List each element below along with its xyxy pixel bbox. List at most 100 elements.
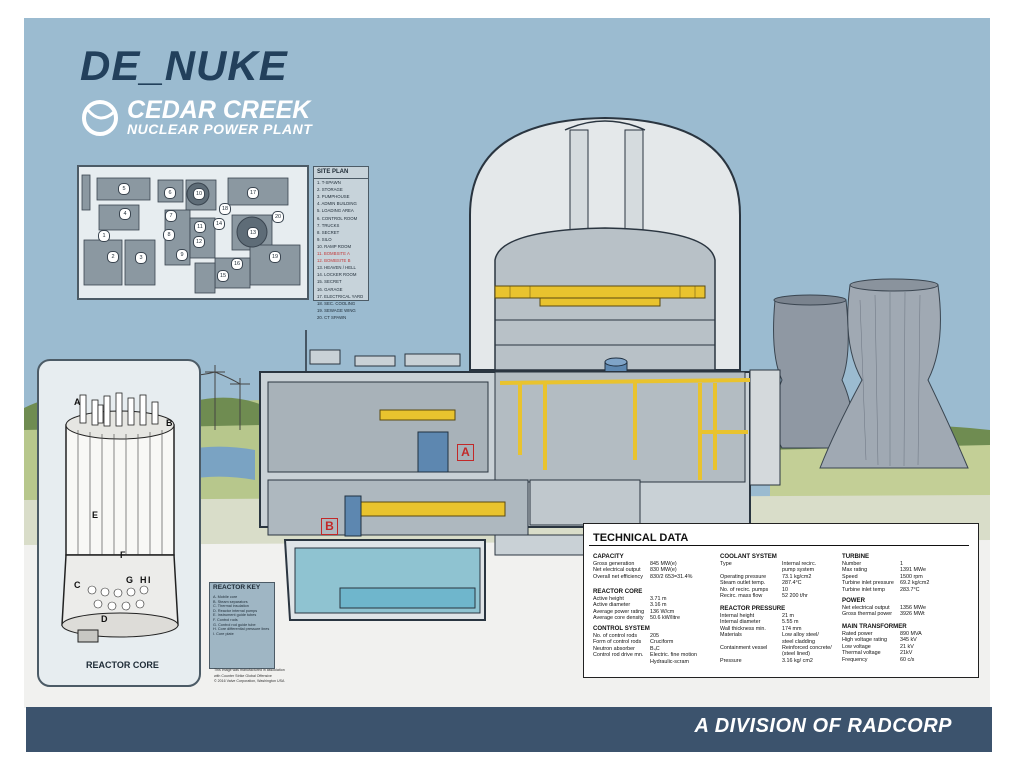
site-plan-item: 7. TRUCKS <box>317 222 340 228</box>
site-map-number: 6 <box>164 187 176 199</box>
tech-row-value: 830 MW(e) <box>650 567 677 574</box>
tech-row-value: B₄C <box>650 645 660 652</box>
site-plan-item: 17. ELECTRICAL YARD <box>317 293 364 299</box>
tech-row-key: No. of recirc. pumps <box>720 586 769 593</box>
tech-section-title: COOLANT SYSTEM <box>720 553 777 560</box>
tech-row-key: Internal diameter <box>720 619 761 626</box>
tech-row: Wall thickness min.174 mm <box>720 626 801 633</box>
tech-row-key: Average power rating <box>593 608 645 615</box>
reactor-core-letter: C <box>74 580 81 590</box>
technical-data-panel <box>583 523 979 678</box>
tech-row: No. of control rods 205 <box>593 633 659 640</box>
tech-row-key: Internal height <box>720 613 755 619</box>
tech-row-value: 3926 MWt <box>900 611 925 618</box>
tech-row-key: Containment vessel <box>720 645 768 651</box>
tech-row: Max rating 1391 MWe <box>842 567 926 574</box>
technical-data-divider <box>589 545 969 546</box>
page-title: DE_NUKE <box>80 42 288 89</box>
tech-row-key: Turbine inlet temp <box>842 586 885 593</box>
reactor-core-letter: G <box>126 575 134 585</box>
tech-row-key: Type <box>720 561 732 567</box>
tech-row-key: Active height <box>593 596 624 602</box>
reactor-key-panel <box>209 582 275 669</box>
site-map-number: 14 <box>213 218 225 230</box>
bombsite-a-marker: A <box>457 444 474 461</box>
tech-row-key: Recirc. mass flow <box>720 593 763 599</box>
reactor-core-letter: D <box>101 614 108 624</box>
tech-row-value: 21 m <box>782 613 794 619</box>
tech-row: Control rod drive mn. Electric. fine moti… <box>593 652 697 659</box>
tech-row-value: 345 kV <box>900 637 917 644</box>
site-map-number: 18 <box>219 203 231 215</box>
tech-row-value: 136 W/cm <box>650 608 675 615</box>
tech-row-key: High voltage rating <box>842 637 887 644</box>
tech-row-value: 205 <box>650 633 659 639</box>
tech-row-key: Form of control rods <box>593 639 642 646</box>
reactor-key-item: A. Mobile core <box>213 595 238 599</box>
tech-row-key: Materials <box>720 632 742 639</box>
site-map-number: 7 <box>165 210 177 222</box>
tech-row: High voltage rating 345 kV <box>842 637 917 644</box>
site-plan-item: 4. ADMIN BUILDING <box>317 201 357 207</box>
site-plan-item: 14. LOCKER ROOM <box>317 272 357 278</box>
tech-row: Net electrical output 830 MW(e) <box>593 567 677 574</box>
tech-row-key: No. of control rods <box>593 633 638 639</box>
plant-subtitle: NUCLEAR POWER PLANT <box>127 121 313 137</box>
site-map-number: 20 <box>272 211 284 223</box>
reactor-key-item: D. Reactor internal pumps <box>213 608 258 613</box>
tech-section-title: CONTROL SYSTEM <box>593 625 650 632</box>
site-plan-item: 8. SECRET <box>317 229 340 235</box>
tech-row-value: 174 mm <box>782 625 802 632</box>
tech-row: Speed 1500 rpm <box>842 573 923 581</box>
tech-row-key: Steam outlet temp. <box>720 580 766 587</box>
tech-row-key: Speed <box>842 573 858 580</box>
tech-row-key: Number <box>842 561 862 567</box>
tech-row-value: 21kV <box>900 650 913 657</box>
tech-row-value: 52 200 t/hr <box>782 593 808 599</box>
reactor-key-item: I. Core plate <box>213 631 234 636</box>
tech-section-title: REACTOR PRESSURE <box>720 605 786 612</box>
footer-banner-text: A DIVISION OF RADCORP <box>694 715 952 737</box>
reactor-key-item: E. Instrument guide tubes <box>213 613 257 618</box>
tech-row-value: Electric. fine motion <box>650 652 698 659</box>
tech-row: Thermal voltage 21kV <box>842 650 912 657</box>
site-plan-item: 12. BOMBSITE B <box>317 258 351 264</box>
site-map-number: 12 <box>193 236 205 248</box>
site-map-number: 4 <box>119 208 131 220</box>
site-map-number: 9 <box>176 249 188 261</box>
tech-row-value: steel cladding <box>782 638 815 645</box>
tech-row-key: Net electrical output <box>593 567 641 574</box>
tech-row-value: 287.4°C <box>782 580 802 587</box>
tech-row-key: Max rating <box>842 567 868 574</box>
reactor-core-letter: I <box>148 575 151 585</box>
tech-row-value: 3.16 kg/ cm2 <box>782 657 813 664</box>
tech-row-value: 73.1 kg/cm2 <box>782 573 812 580</box>
tech-row-value: 1391 MWe <box>900 567 926 574</box>
site-plan-item: 6. CONTROL ROOM <box>317 215 358 221</box>
site-plan-item: 18. SEC. COOLING <box>317 300 356 306</box>
tech-row-value: pump system <box>782 567 815 574</box>
tech-row-value: 1500 rpm <box>900 573 923 580</box>
site-plan-item: 1. T-SPAWN <box>317 180 341 186</box>
tech-row-key: Active diameter <box>593 602 631 609</box>
tech-row: Average power rating 136 W/cm <box>593 608 674 616</box>
site-map-number: 1 <box>98 230 110 242</box>
site-plan-item: 3. PUMPHOUSE <box>317 194 350 200</box>
tech-row-key: Thermal voltage <box>842 650 881 657</box>
reactor-key-item: B. Steam separators <box>213 599 248 604</box>
tech-row-key: Control rod drive mn. <box>593 652 644 659</box>
